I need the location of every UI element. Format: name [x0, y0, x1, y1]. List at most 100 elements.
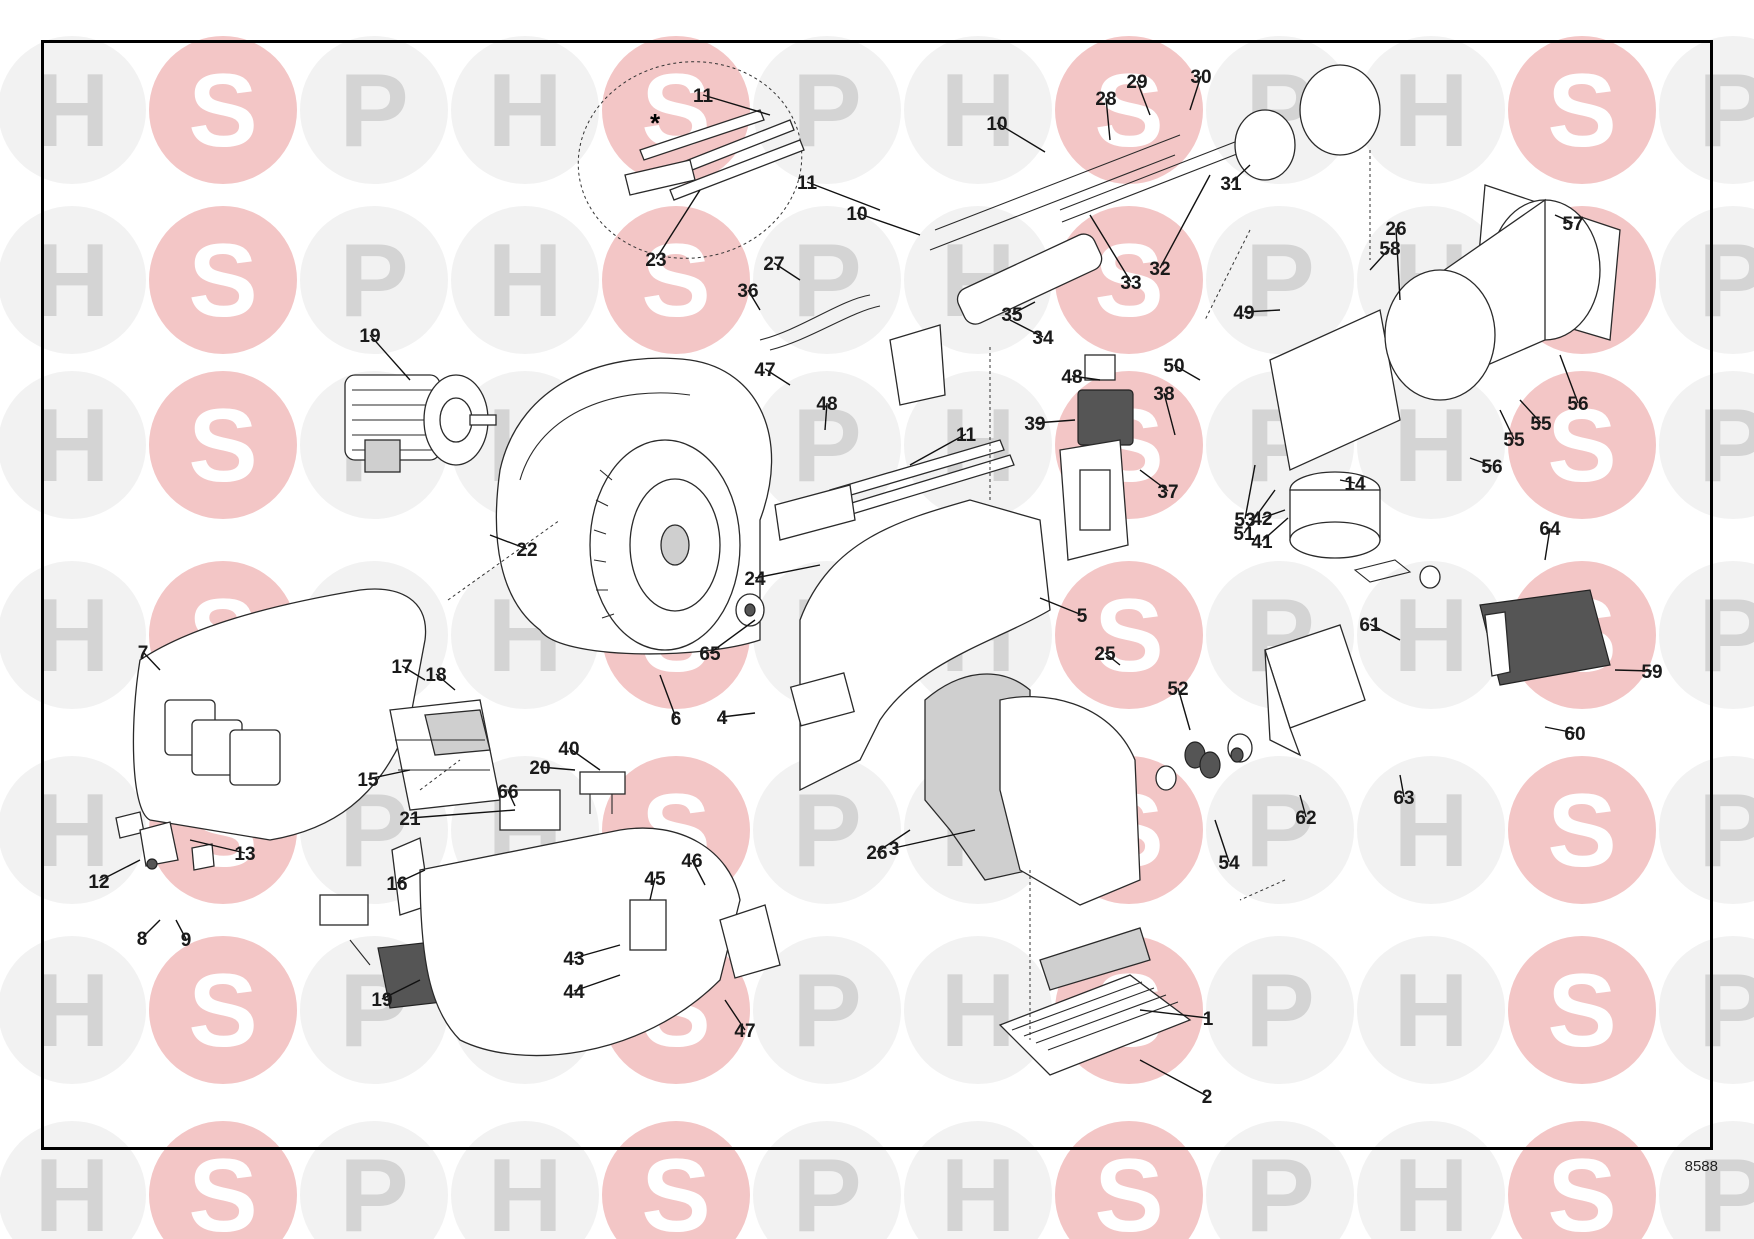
part-number-label: 43 [563, 949, 584, 970]
part-number-label: 44 [563, 982, 585, 1003]
part-number-label: 6 [671, 709, 682, 730]
watermark-letter: S [1547, 1138, 1616, 1239]
watermark-circle [1659, 206, 1754, 354]
watermark-letter: P [1698, 773, 1754, 889]
part-number-label: 5 [1077, 606, 1088, 627]
leader-line [189, 839, 246, 854]
part-number-label: 53 [1234, 510, 1255, 531]
part-number-label: 52 [1167, 679, 1188, 700]
electrodes-upper [624, 109, 805, 201]
leader-line [909, 433, 967, 466]
junction-box [719, 904, 781, 979]
leader-line [655, 189, 701, 260]
part-number-label: 49 [1233, 303, 1254, 324]
part-number-label: 48 [1061, 367, 1082, 388]
burner-housing [789, 499, 1051, 792]
part-number-label: 65 [699, 644, 721, 665]
part-number-label: 9 [181, 930, 192, 951]
watermark-letter: P [792, 1138, 861, 1239]
watermark-circle [451, 1121, 599, 1239]
part-number-label: 10 [986, 114, 1007, 135]
leader-line [1499, 409, 1515, 440]
watermark-letter: S [641, 1138, 710, 1239]
watermark-circle [300, 1121, 448, 1239]
leader-line [1214, 819, 1230, 863]
leader-line [489, 534, 528, 550]
watermark-letter: H [1393, 53, 1468, 169]
watermark-letter: S [641, 223, 710, 339]
part-number-label: 37 [1157, 482, 1178, 503]
part-number-label: 10 [846, 204, 867, 225]
part-number-label: 57 [1562, 214, 1583, 235]
leader-line [1299, 794, 1307, 818]
watermark-letter: P [1698, 953, 1754, 1069]
watermark-letter: H [34, 1138, 109, 1239]
watermark-circle [0, 206, 146, 354]
leader-line [1369, 623, 1401, 641]
watermark-letter: S [188, 53, 257, 169]
watermark-circle [1357, 1121, 1505, 1239]
watermark-circle [0, 936, 146, 1084]
part-number-label: 39 [1024, 414, 1045, 435]
small-plates [115, 811, 215, 871]
part-number-label: 46 [681, 851, 702, 872]
leader-line [1034, 419, 1076, 424]
watermark-letter: H [940, 953, 1015, 1069]
part-number-label: 64 [1539, 519, 1561, 540]
leader-line [1139, 469, 1169, 492]
electrodes-lower [774, 439, 1015, 541]
leader-line [573, 944, 621, 959]
part-number-label: 11 [693, 86, 714, 107]
part-number-label: 31 [1220, 174, 1242, 195]
watermark-circle [0, 756, 146, 904]
watermark-letter: S [1094, 223, 1163, 339]
watermark-circle [0, 561, 146, 709]
part-number-label: 19 [371, 990, 392, 1011]
leader-line [1395, 227, 1401, 301]
nozzle-assembly [889, 64, 1381, 406]
flange-plate [1059, 439, 1129, 561]
watermark-circle [1659, 36, 1754, 184]
watermark-letter: P [1698, 53, 1754, 169]
leader-line [754, 564, 821, 579]
watermark-circle [1357, 756, 1505, 904]
leader-line [1544, 726, 1576, 734]
watermark-circle [1659, 1121, 1754, 1239]
leader-line [1173, 364, 1201, 381]
leader-line [507, 790, 516, 807]
part-number-label: 11 [956, 425, 977, 446]
part-number-label: 16 [386, 874, 407, 895]
leader-line [1139, 1009, 1209, 1019]
leader-line [996, 122, 1046, 153]
part-number-label: 20 [529, 758, 550, 779]
part-number-label: 63 [1393, 788, 1414, 809]
watermark-letter: H [1393, 773, 1468, 889]
watermark-circle [1357, 561, 1505, 709]
leader-line [1261, 517, 1289, 542]
fan-wheel [589, 439, 741, 651]
watermark-letter: S [1547, 388, 1616, 504]
watermark-letter: P [1245, 773, 1314, 889]
watermark-letter: H [34, 773, 109, 889]
watermark-circle [1508, 756, 1656, 904]
watermark-circle [1659, 371, 1754, 519]
part-number-label: 21 [399, 809, 421, 830]
ignition-cables [759, 294, 881, 351]
leader-line [721, 712, 756, 718]
leader-line [659, 674, 677, 719]
part-number-label: 61 [1359, 615, 1381, 636]
watermark-circle [1508, 1121, 1656, 1239]
watermark-circle [1508, 371, 1656, 519]
leader-line [1189, 75, 1202, 111]
leader-line [1554, 214, 1574, 224]
star-mark: * [650, 108, 661, 138]
part-number-label: 3 [889, 839, 900, 860]
watermark-circle [149, 206, 297, 354]
part-number-label: 7 [138, 643, 149, 664]
leader-line [142, 651, 161, 671]
watermark-letter: H [487, 223, 562, 339]
leader-line [369, 334, 411, 381]
part-number-label: 36 [737, 281, 758, 302]
